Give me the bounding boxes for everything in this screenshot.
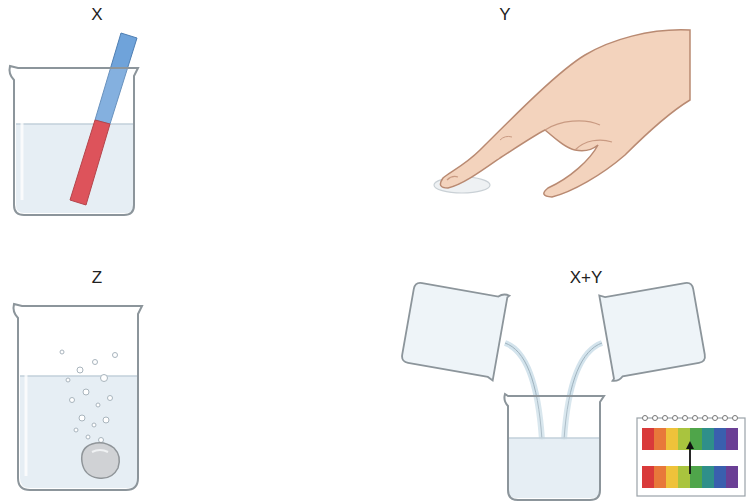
finger-crease	[545, 121, 600, 130]
ring	[693, 416, 698, 421]
chart-binding-rings	[643, 416, 738, 421]
fingernail	[447, 176, 458, 180]
ring	[653, 416, 658, 421]
chart-card	[637, 418, 745, 496]
beaker-x	[10, 33, 139, 215]
ph-swatch	[654, 466, 666, 488]
knuckle-line	[500, 136, 512, 140]
ring	[643, 416, 648, 421]
ph-swatch	[642, 466, 654, 488]
beaker-z	[14, 304, 143, 490]
panel-label: X	[91, 5, 102, 25]
ring	[703, 416, 708, 421]
panel-label: Y	[499, 5, 510, 25]
ph-swatch	[726, 428, 738, 450]
ring	[663, 416, 668, 421]
beaker-glass	[14, 304, 143, 490]
ring	[713, 416, 718, 421]
finger-crease	[575, 140, 612, 150]
ph-swatch	[702, 428, 714, 450]
glass-highlight	[25, 322, 28, 476]
ring	[683, 416, 688, 421]
ph-swatch	[726, 466, 738, 488]
ph-swatch	[714, 428, 726, 450]
ph-pointer-arrow	[689, 446, 691, 474]
pouring-beaker-left	[401, 279, 510, 381]
ring	[723, 416, 728, 421]
hand-y	[434, 30, 690, 197]
ph-swatch	[654, 428, 666, 450]
ring	[733, 416, 738, 421]
ph-swatch-row	[642, 428, 738, 450]
ph-swatch	[714, 466, 726, 488]
pouring-beaker-right	[598, 279, 707, 381]
beaker-glass	[10, 66, 139, 215]
ph-swatch	[642, 428, 654, 450]
hand	[440, 30, 690, 197]
ring	[673, 416, 678, 421]
ph-swatch	[666, 466, 678, 488]
ph-swatch	[690, 466, 702, 488]
panel-label: X+Y	[570, 268, 603, 288]
ph-pointer-head	[686, 441, 694, 449]
ph-swatch	[702, 466, 714, 488]
mixing-scene	[401, 279, 745, 500]
panel-label: Z	[92, 268, 102, 288]
glass-highlight	[21, 84, 24, 200]
ph-swatch	[678, 466, 690, 488]
mixing-beaker	[504, 394, 604, 500]
ph-swatch	[666, 428, 678, 450]
ph-color-chart	[637, 416, 745, 497]
